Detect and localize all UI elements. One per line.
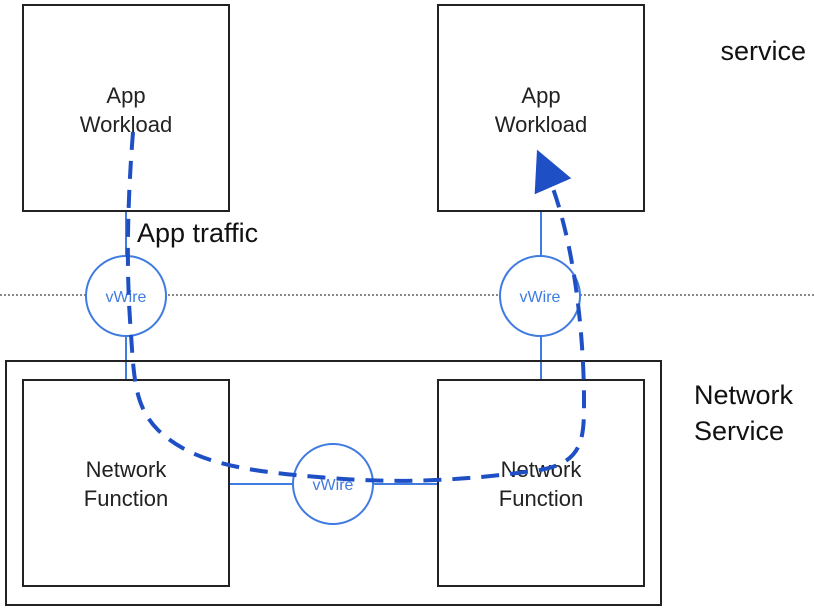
vwire-left-label: vWire [106, 289, 147, 306]
vwire-left: vWire [85, 255, 167, 337]
network-function-left-box [22, 379, 230, 587]
app-workload-right-box [437, 4, 645, 212]
network-function-left-line1: Network [86, 457, 168, 482]
network-function-left-line2: Function [84, 486, 168, 511]
vwire-bottom-label: vWire [313, 477, 354, 494]
network-service-label-line1: Network [694, 380, 794, 410]
network-function-right-box [437, 379, 645, 587]
network-function-left: Network Function [22, 379, 230, 587]
app-workload-left-line2: Workload [80, 112, 173, 137]
vwire-right: vWire [499, 255, 581, 337]
network-service-label-line2: Service [694, 416, 784, 446]
vwire-right-label: vWire [520, 289, 561, 306]
app-workload-left-box [22, 4, 230, 212]
network-function-right-line2: Function [499, 486, 583, 511]
network-service-container [5, 360, 662, 606]
app-workload-right-line1: App [521, 83, 560, 108]
app-traffic-path [125, 131, 587, 483]
app-workload-left-line1: App [106, 83, 145, 108]
service-label: service [720, 36, 806, 66]
vwire-right-circle [499, 255, 581, 337]
vwire-bottom-circle [292, 443, 374, 525]
app-workload-right: App Workload [437, 4, 645, 212]
app-traffic-label: App traffic [137, 218, 258, 248]
app-workload-left: App Workload [22, 4, 230, 212]
app-workload-right-line2: Workload [495, 112, 588, 137]
vwire-bottom: vWire [292, 443, 374, 525]
network-function-right: Network Function [437, 379, 645, 587]
